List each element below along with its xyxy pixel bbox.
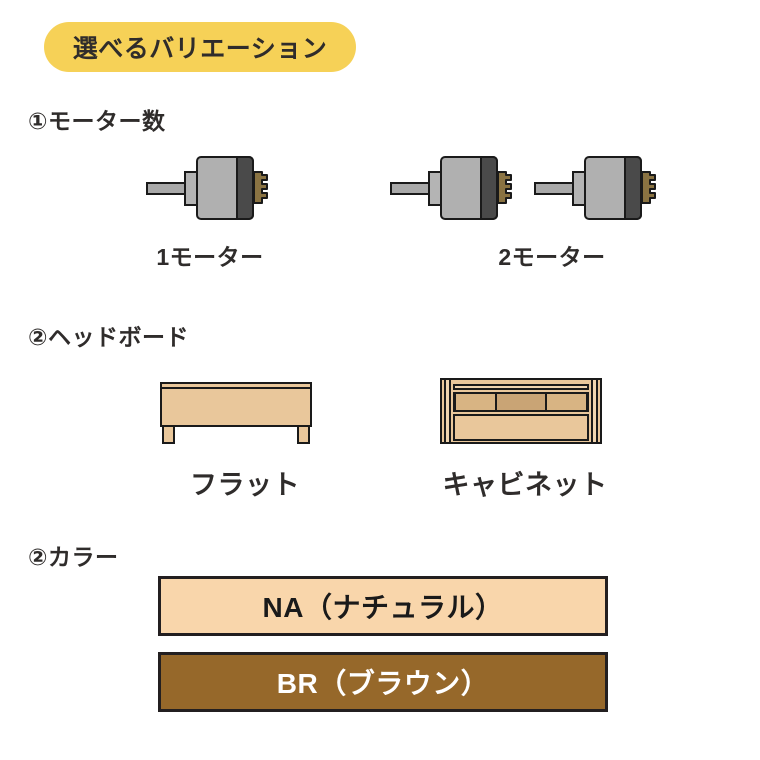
- section-badge: 選べるバリエーション: [44, 22, 356, 72]
- heading-headboard: ②ヘッドボード: [28, 324, 189, 350]
- headboard-leg-left: [162, 425, 175, 444]
- heading-color: ②カラー: [28, 544, 119, 570]
- color-swatch-brown: BR（ブラウン）: [158, 652, 608, 712]
- headboard-illustration-flat: [160, 382, 312, 444]
- cabinet-lower-panel: [453, 414, 589, 441]
- cabinet-post-right: [591, 380, 598, 442]
- cabinet-top-rail: [453, 384, 589, 390]
- headboard-panel: [160, 387, 312, 427]
- color-swatch-label: BR（ブラウン）: [276, 668, 490, 699]
- badge-label: 選べるバリエーション: [72, 35, 328, 63]
- headboard-leg-right: [297, 425, 310, 444]
- cabinet-shelf-row: [453, 392, 589, 412]
- label-headboard-option-2: キャビネット: [442, 470, 608, 500]
- headboard-illustration-cabinet: [440, 378, 602, 444]
- motor-gear-icon: [641, 171, 656, 204]
- heading-motor-count: ①モーター数: [28, 108, 166, 134]
- motor-illustration-single: [146, 152, 276, 224]
- motor-illustration-dual-a: [390, 152, 520, 224]
- label-headboard-option-1: フラット: [190, 470, 300, 500]
- cabinet-shelf-cell: [456, 394, 495, 410]
- cabinet-post-left: [444, 380, 451, 442]
- motor-gear-icon: [497, 171, 512, 204]
- color-swatch-natural: NA（ナチュラル）: [158, 576, 608, 636]
- headboard-top-rail: [160, 382, 312, 389]
- label-motor-option-2: 2モーター: [498, 244, 606, 270]
- motor-illustration-dual-b: [534, 152, 664, 224]
- motor-gear-icon: [253, 171, 268, 204]
- color-swatch-label: NA（ナチュラル）: [262, 592, 504, 623]
- cabinet-shelf-cell: [547, 394, 586, 410]
- label-motor-option-1: 1モーター: [156, 244, 264, 270]
- cabinet-shelf-cell: [496, 394, 546, 410]
